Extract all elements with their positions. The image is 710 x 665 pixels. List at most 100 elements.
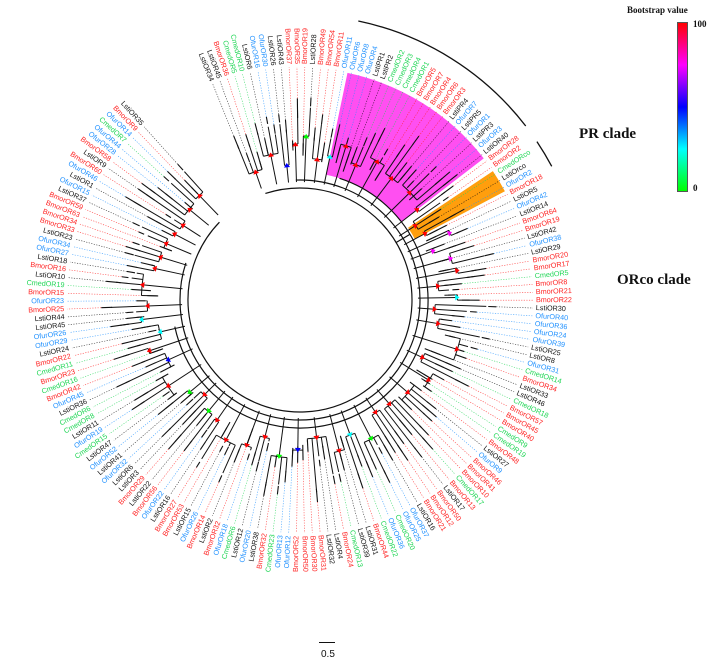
branch [340, 410, 351, 436]
branch [389, 143, 414, 177]
terminal-branch [484, 253, 494, 257]
branch [165, 390, 188, 409]
branch [248, 143, 259, 172]
leader-line [86, 366, 146, 394]
branch [249, 162, 254, 173]
branch [159, 256, 188, 266]
leader-line [407, 460, 431, 494]
leaf-label: LstiOR45 [35, 320, 66, 332]
branch [337, 144, 342, 157]
leaf-label: BmorOR35 [293, 28, 302, 64]
branch [409, 173, 430, 193]
branch [437, 275, 475, 282]
terminal-branch [442, 196, 449, 202]
terminal-branch [426, 401, 437, 410]
leader-line [157, 450, 185, 485]
bootstrap-node [253, 169, 260, 175]
branch [266, 147, 269, 156]
leader-line [310, 67, 313, 98]
branch [265, 455, 272, 487]
terminal-branch [414, 447, 423, 458]
leaf-label: LstiOR44 [34, 312, 65, 323]
branch [416, 319, 439, 325]
leaf-leader-lines [67, 67, 534, 533]
terminal-branch [332, 475, 336, 485]
leader-line [344, 469, 360, 526]
bootstrap-node [157, 328, 163, 335]
branch [279, 124, 286, 166]
branch [316, 437, 320, 457]
terminal-branch [167, 171, 176, 180]
branch [404, 396, 425, 415]
terminal-branch [195, 461, 201, 468]
leaf-label: CmedOR5 [534, 268, 569, 280]
branch [193, 391, 202, 399]
branch [133, 201, 181, 230]
leader-line [428, 434, 461, 469]
branch [137, 338, 162, 347]
leader-line [324, 459, 337, 531]
terminal-branch [165, 213, 172, 219]
leader-line [322, 68, 329, 115]
bootstrap-node [292, 141, 299, 147]
branch [430, 350, 454, 361]
leader-line [421, 142, 473, 189]
branch [333, 452, 340, 473]
leader-line [460, 327, 530, 340]
branch [222, 444, 236, 474]
terminal-branch [378, 447, 383, 454]
branch [311, 438, 318, 493]
leaf-label: BmorOR21 [536, 286, 572, 296]
leader-line [340, 481, 352, 528]
bootstrap-node [326, 154, 333, 160]
branch [383, 191, 411, 218]
branch [201, 434, 217, 460]
branch [173, 233, 196, 246]
terminal-branch [201, 429, 208, 438]
branch [438, 267, 458, 273]
branch [359, 142, 372, 167]
bootstrap-node [448, 256, 454, 262]
leader-line [435, 408, 483, 446]
terminal-branch [371, 458, 377, 470]
bootstrap-node [158, 254, 164, 261]
leader-line [343, 446, 367, 524]
leader-line [265, 69, 275, 125]
branch [371, 414, 391, 445]
branch [170, 234, 174, 237]
bootstrap-node [388, 176, 394, 182]
leader-line [67, 293, 148, 296]
legend-min-label: 0 [693, 183, 698, 193]
branch [349, 434, 359, 458]
bootstrap-node [342, 143, 349, 149]
terminal-branch [121, 276, 129, 279]
leader-line [448, 253, 529, 271]
terminal-branch [330, 128, 334, 138]
bootstrap-node [145, 302, 150, 309]
leaf-label: OfurOR24 [533, 327, 567, 340]
leader-line [466, 358, 520, 378]
leader-line [212, 462, 235, 517]
leaf-label: OfurOR13 [273, 535, 285, 568]
leader-line [421, 390, 487, 440]
scale-bar [319, 642, 335, 643]
leader-line [372, 476, 389, 516]
branch [435, 304, 487, 307]
leader-line [395, 452, 424, 498]
bootstrap-node [372, 409, 378, 415]
branch [278, 416, 285, 457]
branch [410, 250, 434, 260]
leaf-label: OfurOR23 [31, 296, 64, 305]
branch [393, 170, 402, 180]
terminal-branch [219, 445, 224, 452]
leader-line [302, 460, 305, 533]
leaf-label: OfurOR26 [33, 328, 67, 341]
bootstrap-node [335, 448, 342, 454]
branch [375, 165, 385, 180]
bootstrap-node [346, 431, 353, 438]
leader-line [104, 409, 133, 428]
branch [426, 229, 450, 241]
leader-line [249, 72, 265, 139]
branch [323, 156, 331, 185]
leader-line [381, 453, 411, 506]
